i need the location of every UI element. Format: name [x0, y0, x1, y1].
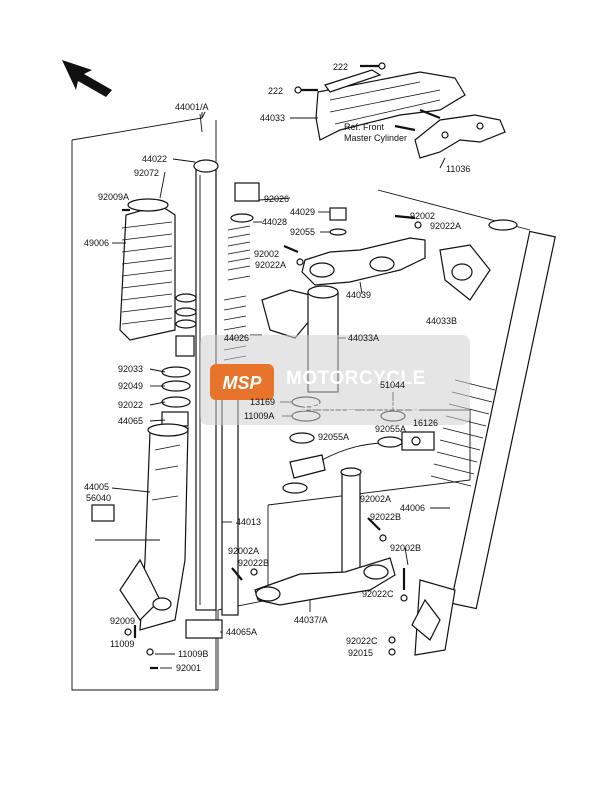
label-92002-top: 92002 [410, 211, 435, 221]
label-92022B-1: 92022B [238, 558, 269, 568]
label-92072: 92072 [134, 168, 159, 178]
label-11036: 11036 [446, 164, 470, 174]
plate-11036 [394, 108, 506, 159]
fork-lower-leg-left [119, 423, 189, 631]
label-44022: 44022 [142, 154, 167, 164]
label-44033: 44033 [260, 113, 285, 123]
watermark-title: MOTORCYCLE [286, 368, 426, 389]
note-line-2: Master Cylinder [344, 133, 407, 143]
label-92002B: 92002B [390, 543, 421, 553]
leader-lines [95, 112, 450, 669]
label-92022A-top: 92022A [430, 221, 461, 231]
label-92022B-2: 92022B [370, 512, 401, 522]
label-51044: 51044 [380, 380, 405, 390]
label-44026: 44026 [224, 333, 249, 343]
label-44033A: 44033A [348, 333, 379, 343]
label-49006: 49006 [84, 238, 109, 248]
label-16126: 16126 [413, 418, 438, 428]
note-line-1: Ref. Front [344, 122, 385, 132]
dust-boot-49006 [119, 198, 176, 341]
steering-stem-44037A [254, 467, 396, 606]
label-92009A: 92009A [98, 192, 129, 202]
bolt-222-top [360, 62, 386, 70]
label-92002A-1: 92002A [228, 546, 259, 556]
label-92022C-1: 92022C [362, 589, 394, 599]
label-44065: 44065 [118, 416, 143, 426]
label-92055A-2: 92055A [375, 424, 406, 434]
label-92055A-1: 92055A [318, 432, 349, 442]
bracket-44033 [315, 69, 466, 141]
label-222-top: 222 [333, 62, 348, 72]
label-92022C-2: 92022C [346, 636, 378, 646]
label-92022: 92022 [118, 400, 143, 410]
label-44029: 44029 [290, 207, 315, 217]
label-44028: 44028 [262, 217, 287, 227]
tube-44013 [185, 371, 244, 639]
upper-bracket-44039 [301, 207, 426, 286]
label-44006: 44006 [400, 503, 425, 513]
label-92002-mid: 92002 [254, 249, 279, 259]
direction-arrow-icon [62, 60, 112, 97]
label-44013: 44013 [236, 517, 261, 527]
label-92055: 92055 [290, 227, 315, 237]
label-92033: 92033 [118, 364, 143, 374]
label-222-left: 222 [268, 86, 283, 96]
label-44005: 44005 [84, 482, 109, 492]
label-92009: 92009 [110, 616, 135, 626]
left-column-small-parts [161, 293, 197, 427]
label-11009: 11009 [110, 639, 134, 649]
label-44039: 44039 [346, 290, 371, 300]
watermark: MSP MOTORCYCLE SPARE PARTS [200, 335, 470, 425]
watermark-subtitle: SPARE PARTS [298, 398, 423, 415]
label-11009B: 11009B [178, 649, 208, 659]
label-44037A: 44037/A [294, 615, 328, 625]
label-92022A-mid: 92022A [255, 260, 286, 270]
label-44001A: 44001/A [175, 102, 209, 112]
label-92001: 92001 [176, 663, 201, 673]
label-56040: 56040 [86, 493, 111, 503]
label-44065A: 44065A [226, 627, 257, 637]
misc-bolts [91, 208, 422, 670]
label-92026: 92026 [264, 194, 289, 204]
watermark-badge-text: MSP [222, 373, 262, 393]
part-labels: 44001/A 222 222 44033 Ref. Front Master … [84, 62, 470, 673]
label-44033B: 44033B [426, 316, 457, 326]
fork-right-leg [411, 219, 556, 656]
spring-44026 [223, 182, 260, 361]
label-11009A: 11009A [244, 411, 274, 421]
bolt-222-left [294, 86, 318, 94]
label-92049: 92049 [118, 381, 143, 391]
label-92002A-2: 92002A [360, 494, 391, 504]
label-92015: 92015 [348, 648, 373, 658]
label-13169: 13169 [250, 397, 275, 407]
watermark-badge [210, 364, 274, 400]
